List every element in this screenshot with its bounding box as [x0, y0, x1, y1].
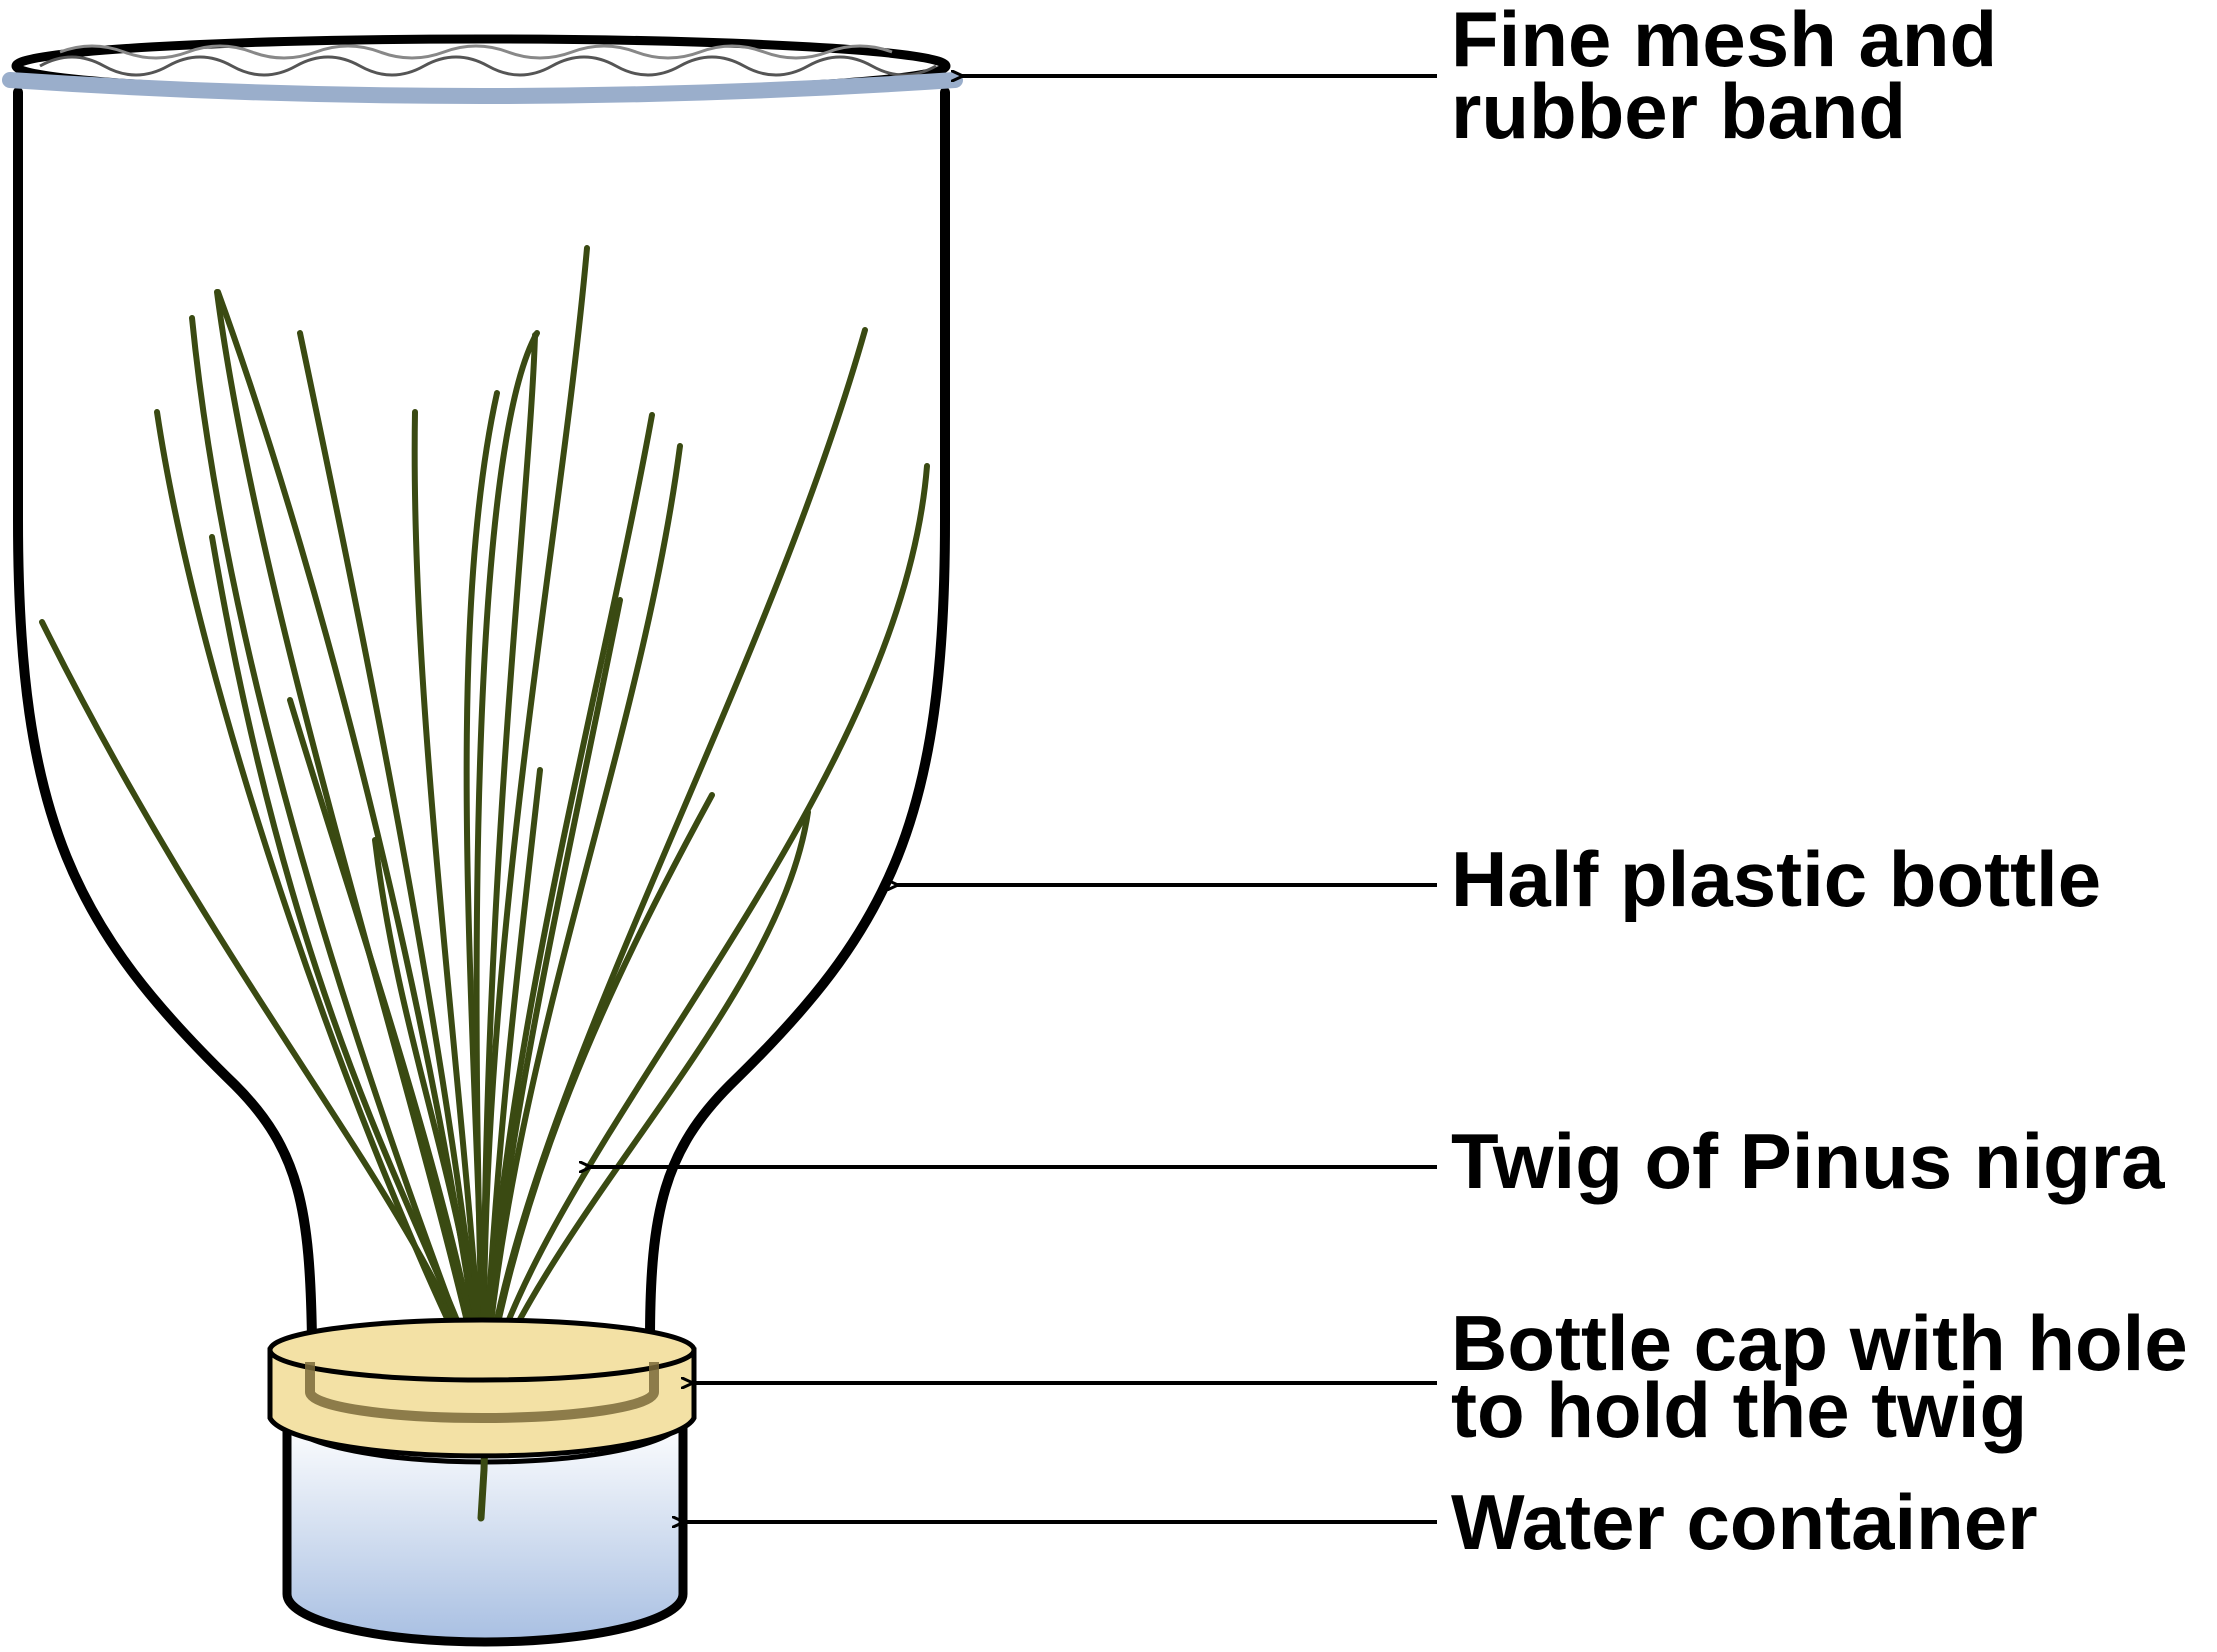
label-twig-pinus-nigra: Twig of Pinus nigra — [1451, 1117, 2165, 1205]
pinus-nigra-twig — [39, 245, 930, 1398]
half-plastic-bottle — [13, 87, 950, 1345]
fine-mesh-rubber-band — [2, 34, 963, 104]
bottle-cap — [267, 1317, 697, 1459]
label-half-plastic-bottle: Half plastic bottle — [1451, 835, 2101, 923]
label-fine-mesh-line2: rubber band — [1451, 67, 1906, 155]
label-bottle-cap-line1: Bottle cap with hole — [1451, 1299, 2188, 1387]
label-fine-mesh-line1: Fine mesh and — [1451, 0, 1997, 83]
label-bottle-cap-line2: to hold the twig — [1451, 1366, 2027, 1454]
callout-arrows — [590, 76, 1437, 1522]
label-water-container: Water container — [1451, 1478, 2038, 1566]
